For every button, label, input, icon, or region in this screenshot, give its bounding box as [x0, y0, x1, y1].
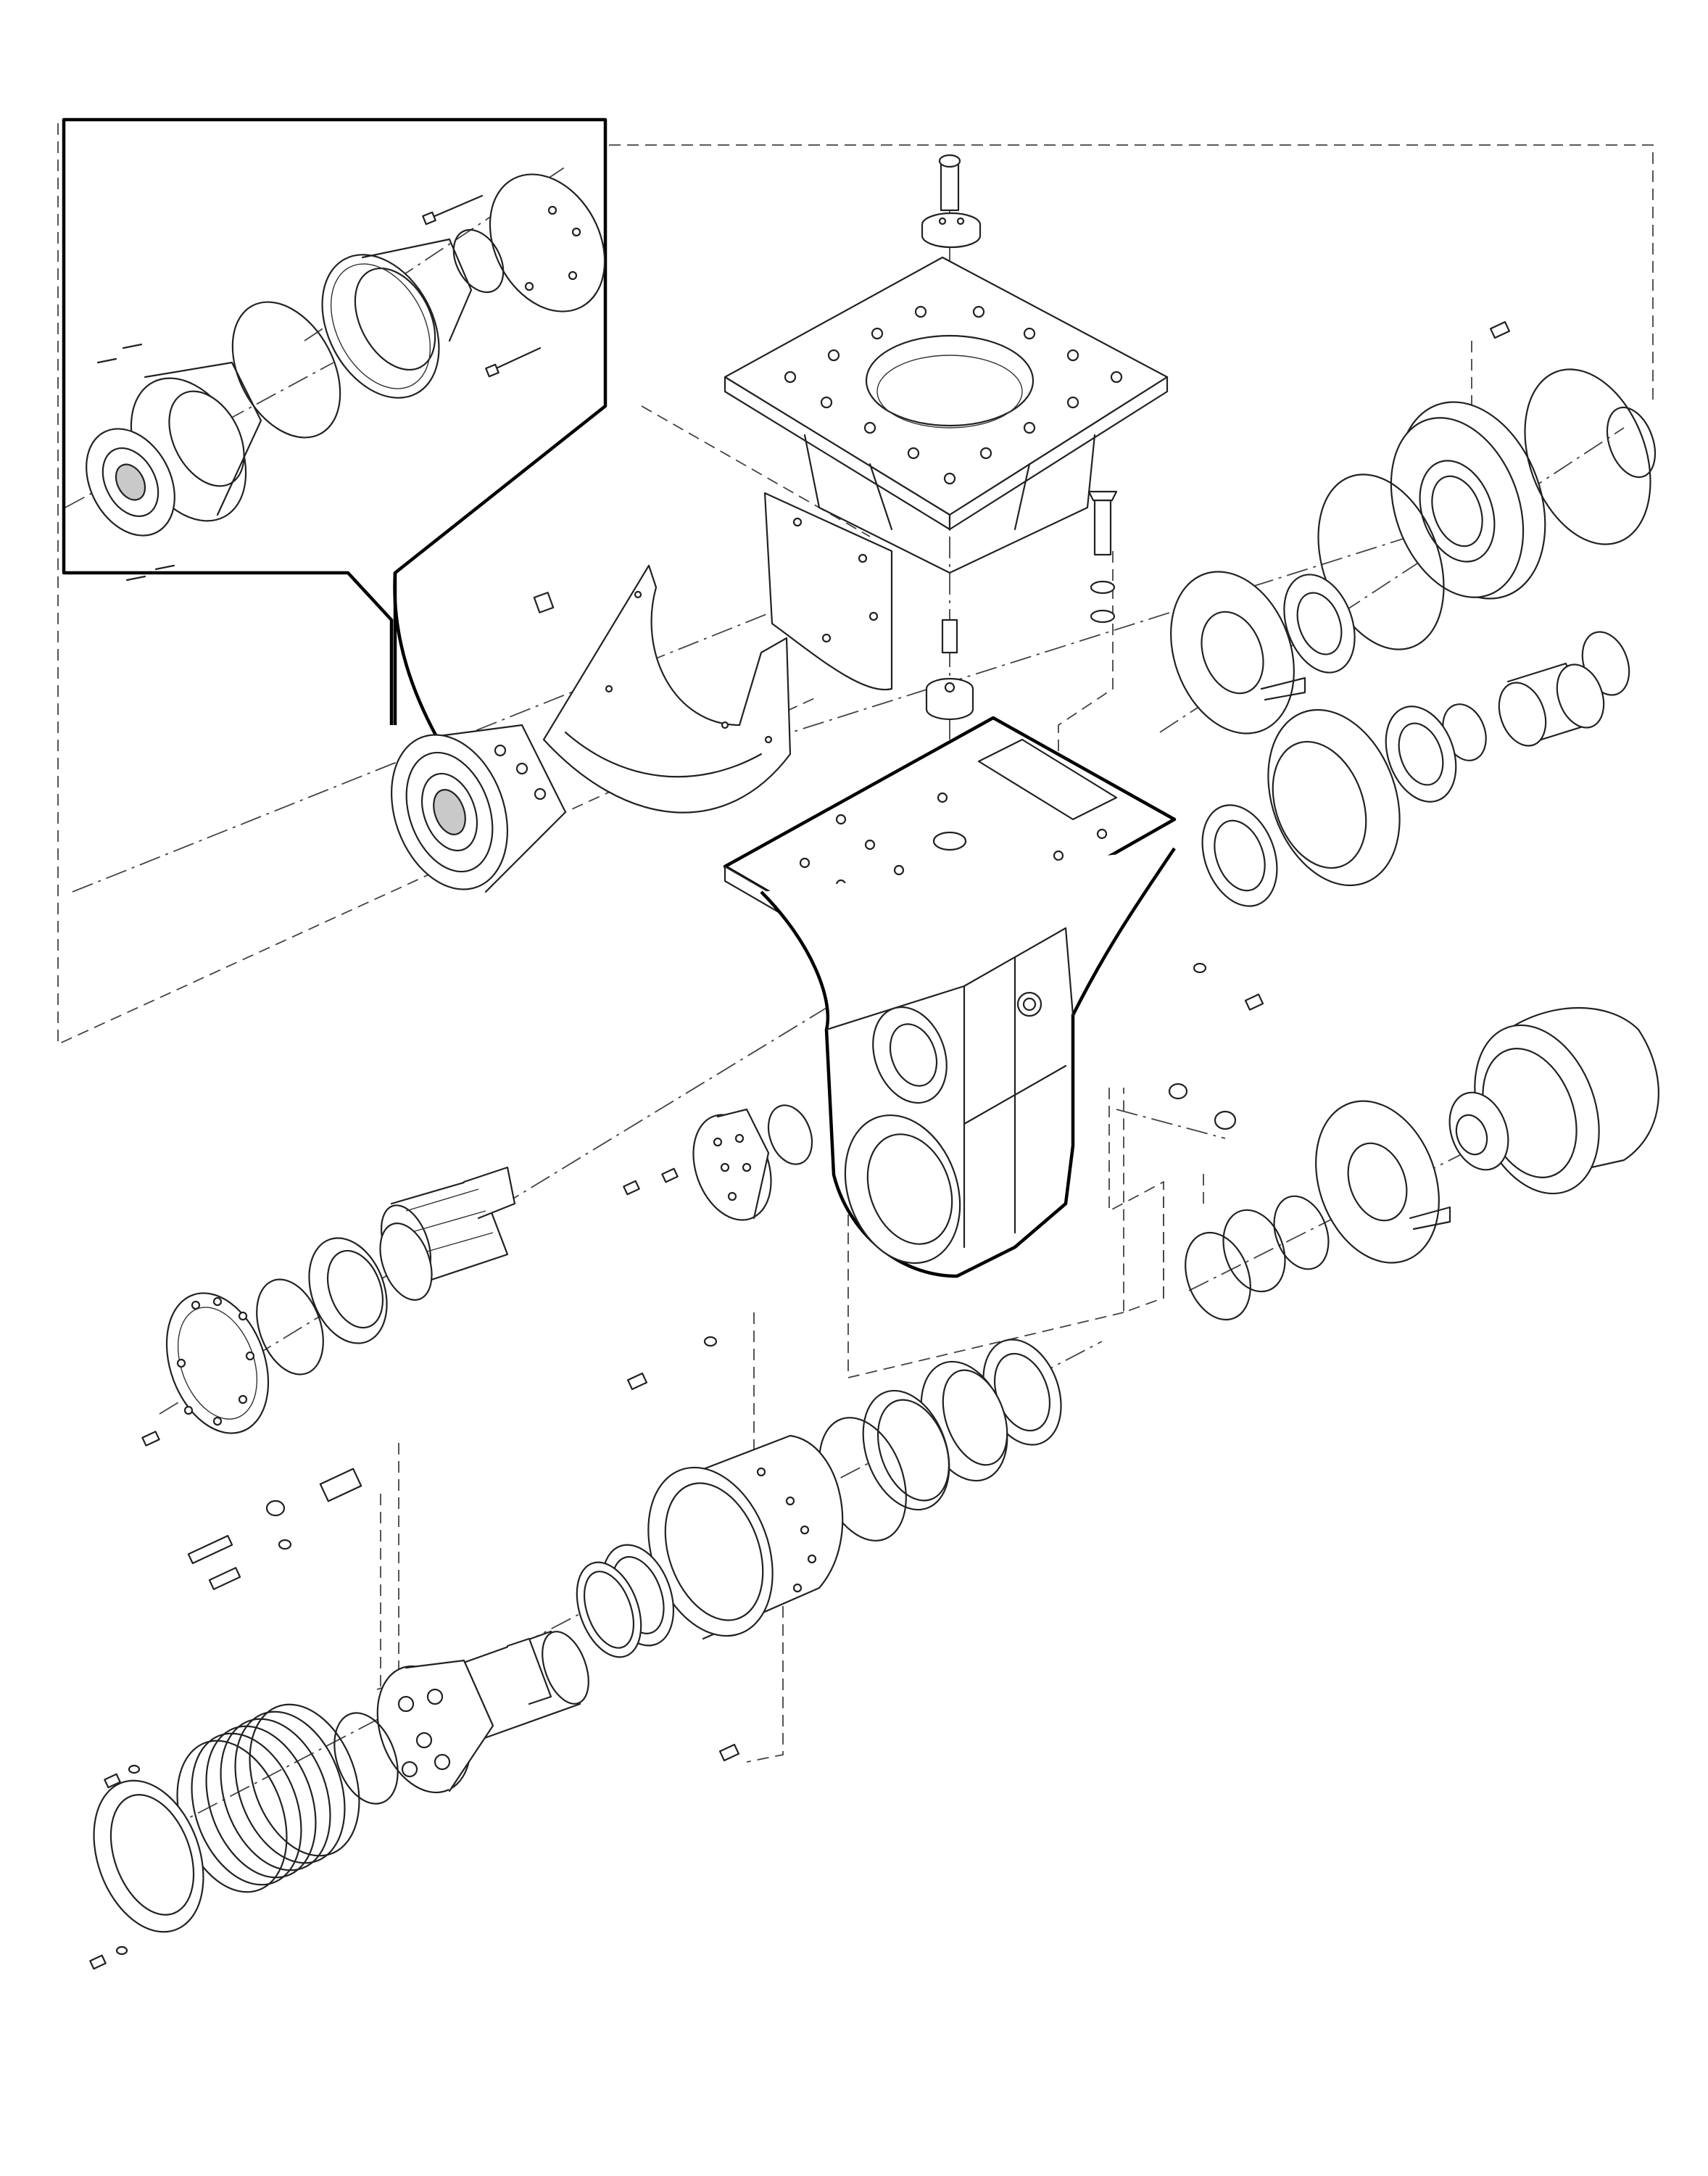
planetary-housing [647, 1434, 844, 1640]
right-o-ring-small-upper [1606, 406, 1657, 479]
center-coupling [925, 677, 974, 721]
right-shaft-short [1498, 662, 1605, 747]
left-bearing-cup [308, 1237, 388, 1344]
detail-callout-frame [62, 117, 608, 748]
right-output-hub [1448, 1024, 1600, 1195]
brake-plate-screws [89, 1764, 141, 1970]
right-side-plugs [1168, 962, 1264, 1130]
callout-o-ring-large [231, 301, 341, 439]
callout-bolts [422, 194, 542, 378]
callout-motor-assembly [86, 173, 606, 582]
hex-bolt-right [1087, 490, 1118, 624]
callout-cover-plate [489, 173, 606, 313]
center-flange-screws [623, 1167, 679, 1196]
callout-screws [96, 343, 175, 582]
brake-ring [576, 1561, 642, 1658]
right-spacer-upper [1170, 571, 1306, 735]
side-cover-plate [763, 492, 893, 691]
right-snap-ring-1 [1273, 1195, 1330, 1270]
left-bearing-ring [379, 1223, 433, 1301]
top-center-bolt [938, 154, 961, 212]
center-pin [941, 619, 958, 654]
carrier-o-ring [333, 1712, 399, 1805]
brake-disc-pack [176, 1703, 360, 1893]
guard-bolt [533, 592, 555, 613]
main-gearbox-housing [723, 716, 1177, 1278]
callout-motor-housing [321, 238, 473, 399]
right-bearing-mid [1385, 706, 1457, 803]
callout-o-ring-small [452, 228, 505, 294]
top-center-washer [921, 212, 982, 249]
left-cover-screw [141, 1431, 160, 1447]
right-bearing-upper [1283, 574, 1356, 674]
curved-guard-bracket [542, 564, 792, 814]
left-o-ring [256, 1278, 324, 1375]
lower-screws [626, 1336, 718, 1391]
center-flange-o-ring [767, 1104, 813, 1165]
right-bearing-carrier [1390, 401, 1546, 600]
bearing-cup-lower [862, 1389, 950, 1511]
right-bearing-cup-mid [1201, 804, 1278, 907]
center-flange-cap [692, 1108, 772, 1221]
hydraulic-motor [391, 724, 567, 893]
left-end-cover [165, 1292, 270, 1434]
right-spacer-mid [1267, 708, 1401, 887]
right-spacer-lower [1315, 1100, 1451, 1264]
top-mounting-plate [724, 256, 1169, 574]
planet-carrier [376, 1659, 494, 1794]
brake-end-plate [93, 1779, 204, 1933]
right-upper-screw [1489, 320, 1511, 339]
right-snap-ring-3 [1185, 1231, 1251, 1321]
callout-bearing [86, 428, 175, 537]
left-fittings [187, 1468, 740, 1762]
right-snap-ring-2 [1222, 1209, 1286, 1293]
right-o-ring-large-upper [1524, 368, 1651, 545]
